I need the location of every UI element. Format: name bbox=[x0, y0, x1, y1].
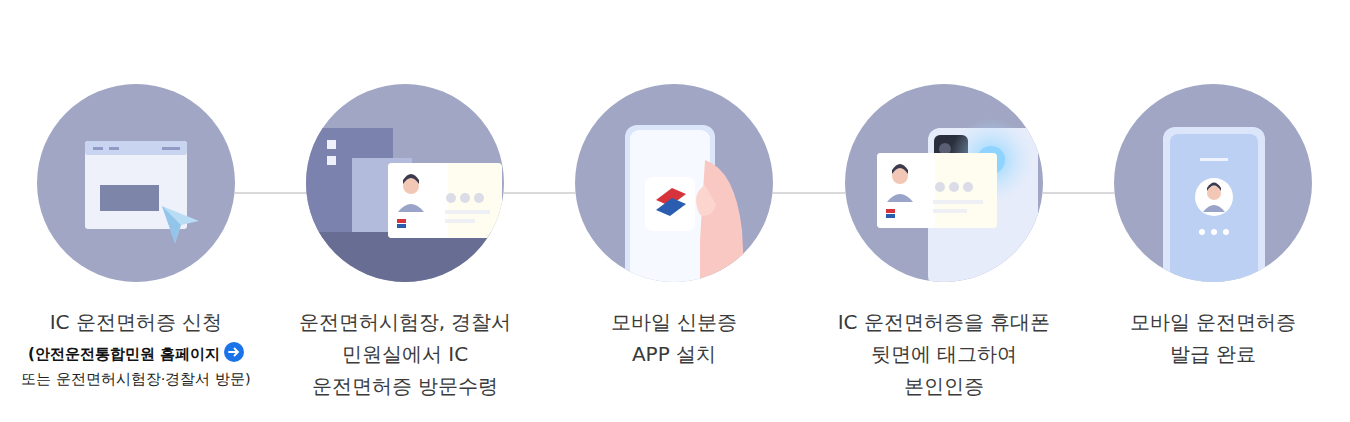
step-connector bbox=[1043, 192, 1114, 194]
step-label-group: IC 운전면허증을 휴대폰 뒷면에 태그하여 본인인증 bbox=[831, 306, 1057, 402]
step-label-group: IC 운전면허증 신청 (안전운전통합민원 홈페이지또는 운전면허시험장·경찰서 … bbox=[5, 306, 267, 392]
office-card-illustration bbox=[305, 84, 505, 292]
step-circle: 모바일 운전면허증 발급 완료 bbox=[1114, 84, 1312, 282]
step-circle: IC 운전면허증을 휴대폰 뒷면에 태그하여 본인인증 bbox=[845, 84, 1043, 282]
note-row: (안전운전통합민원 홈페이지 bbox=[5, 338, 267, 366]
step-connector bbox=[773, 192, 845, 194]
step-connector bbox=[235, 192, 306, 194]
step-title: IC 운전면허증을 휴대폰 뒷면에 태그하여 본인인증 bbox=[831, 306, 1057, 402]
mobile-license-illustration bbox=[1114, 84, 1312, 297]
step-circle: 모바일 신분증 APP 설치 bbox=[575, 84, 773, 282]
step-label-group: 모바일 신분증 APP 설치 bbox=[594, 306, 754, 370]
step-title: IC 운전면허증 신청 bbox=[5, 306, 267, 338]
step-title: 모바일 신분증 APP 설치 bbox=[594, 306, 754, 370]
step-title: 운전면허시험장, 경찰서 민원실에서 IC 운전면허증 방문수령 bbox=[295, 306, 515, 402]
step-note: (안전운전통합민원 홈페이지 bbox=[28, 342, 220, 366]
step-connector bbox=[504, 192, 575, 194]
browser-illustration bbox=[37, 84, 235, 282]
step-circle: IC 운전면허증 신청(안전운전통합민원 홈페이지또는 운전면허시험장·경찰서 … bbox=[37, 84, 235, 282]
step-circle: 운전면허시험장, 경찰서 민원실에서 IC 운전면허증 방문수령 bbox=[306, 84, 504, 282]
step-label-group: 모바일 운전면허증 발급 완료 bbox=[1118, 306, 1308, 370]
phone-app-illustration bbox=[575, 84, 773, 295]
step-note: 또는 운전면허시험장·경찰서 방문) bbox=[5, 366, 267, 392]
link-arrow-icon bbox=[224, 342, 244, 362]
step-title: 모바일 운전면허증 발급 완료 bbox=[1118, 306, 1308, 370]
card-tag-illustration bbox=[845, 84, 1043, 288]
step-label-group: 운전면허시험장, 경찰서 민원실에서 IC 운전면허증 방문수령 bbox=[295, 306, 515, 402]
